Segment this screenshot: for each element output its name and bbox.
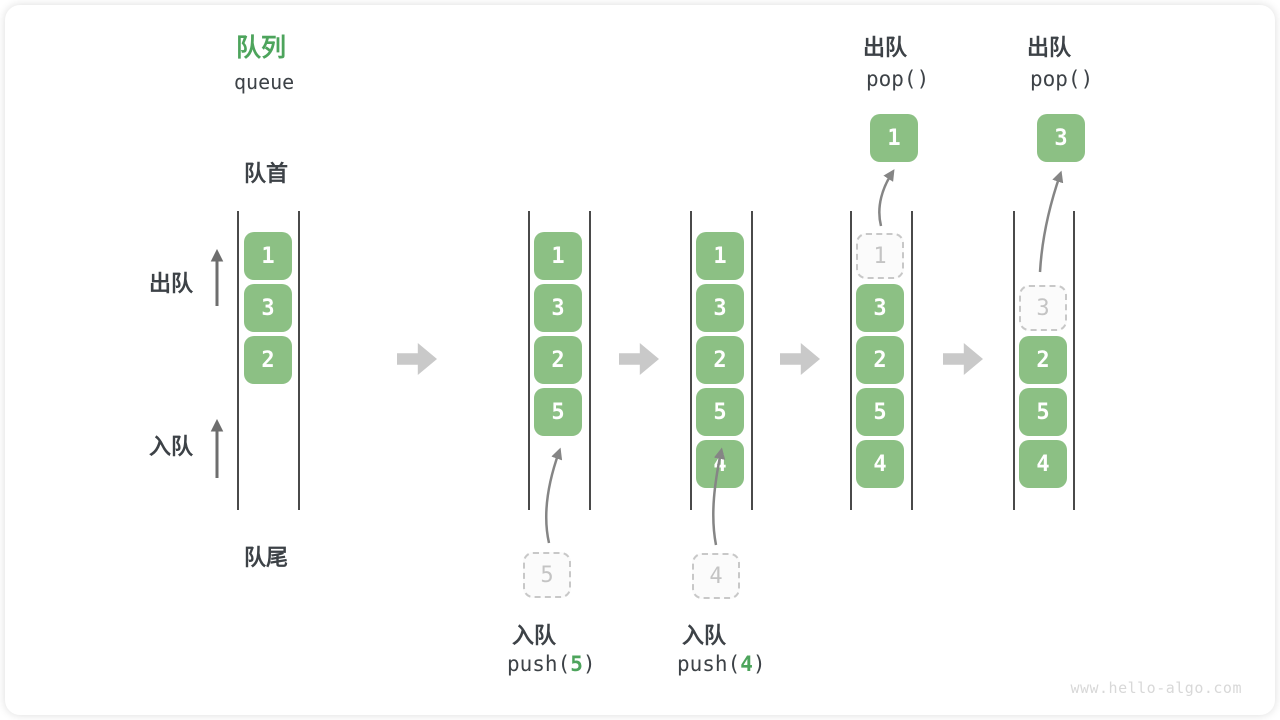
- queue-front-label: 队首: [244, 161, 289, 186]
- staged-enqueue-cell: 5: [523, 552, 571, 598]
- state3-rail-right: [751, 211, 753, 510]
- queue-cell: 3: [534, 284, 582, 332]
- queue-cell: 5: [856, 388, 904, 436]
- state3-rail-left: [690, 211, 692, 510]
- state5-rail-left: [1013, 211, 1015, 510]
- queue-cell: 2: [696, 336, 744, 384]
- queue-cell: 3: [856, 284, 904, 332]
- pop2-code: pop(): [1030, 67, 1094, 91]
- queue-cell: 3: [696, 284, 744, 332]
- queue-cell: 2: [856, 336, 904, 384]
- push5-code: push(5): [507, 652, 596, 676]
- state5-rail-right: [1073, 211, 1075, 510]
- queue-rear-label: 队尾: [244, 545, 289, 570]
- state2-rail-left: [528, 211, 530, 510]
- code-text: ): [582, 652, 596, 676]
- enqueue-direction-label: 入队: [149, 434, 194, 459]
- queue-cell: 4: [696, 440, 744, 488]
- queue-cell: 2: [1019, 336, 1067, 384]
- code-text: push(: [507, 652, 571, 676]
- push4-code: push(4): [677, 652, 766, 676]
- pop1-code: pop(): [866, 67, 930, 91]
- queue-cell: 1: [534, 232, 582, 280]
- removed-cell-ghost: 1: [856, 233, 904, 279]
- page-title: 队列: [236, 34, 287, 62]
- queue-cell: 2: [534, 336, 582, 384]
- queue-cell: 4: [856, 440, 904, 488]
- state4-rail-left: [850, 211, 852, 510]
- popped-cell: 1: [870, 114, 918, 162]
- code-text: push(: [677, 652, 741, 676]
- push5-label: 入队: [512, 623, 557, 648]
- queue-cell: 2: [244, 336, 292, 384]
- pop2-label: 出队: [1027, 35, 1072, 60]
- state1-rail-right: [298, 211, 300, 510]
- code-arg: 5: [570, 652, 583, 676]
- state1-rail-left: [237, 211, 239, 510]
- queue-cell: 4: [1019, 440, 1067, 488]
- queue-cell: 3: [244, 284, 292, 332]
- state2-rail-right: [589, 211, 591, 510]
- staged-enqueue-cell: 4: [692, 553, 740, 599]
- queue-cell: 5: [534, 388, 582, 436]
- watermark: www.hello-algo.com: [1070, 679, 1242, 697]
- queue-cell: 5: [696, 388, 744, 436]
- popped-cell: 3: [1037, 114, 1085, 162]
- queue-cell: 5: [1019, 388, 1067, 436]
- page-subtitle: queue: [234, 70, 295, 94]
- code-arg: 4: [740, 652, 753, 676]
- pop1-label: 出队: [863, 35, 908, 60]
- code-text: ): [752, 652, 766, 676]
- dequeue-direction-label: 出队: [149, 271, 194, 296]
- state4-rail-right: [911, 211, 913, 510]
- queue-cell: 1: [696, 232, 744, 280]
- removed-cell-ghost: 3: [1019, 285, 1067, 331]
- push4-label: 入队: [682, 623, 727, 648]
- queue-cell: 1: [244, 232, 292, 280]
